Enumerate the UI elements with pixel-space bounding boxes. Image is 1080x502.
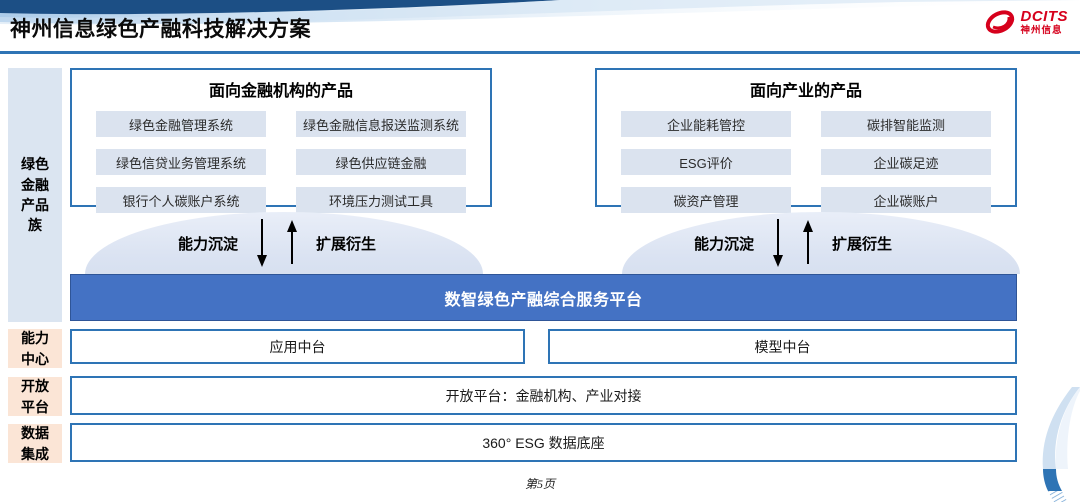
flow-group-right: 能力沉淀 扩展衍生 xyxy=(694,216,892,270)
product-item: 环境压力测试工具 xyxy=(296,187,466,213)
esg-data-base-box: 360° ESG 数据底座 xyxy=(70,423,1017,462)
model-middle-platform-box: 模型中台 xyxy=(548,329,1017,364)
box-title: 面向产业的产品 xyxy=(749,83,862,100)
box-title: 面向金融机构的产品 xyxy=(208,83,353,100)
logo-text: DCITS 神州信息 xyxy=(1021,9,1069,36)
arrow-down-icon xyxy=(773,219,784,267)
product-item: 绿色金融信息报送监测系统 xyxy=(296,111,466,137)
financial-institution-products-box: 面向金融机构的产品 绿色金融管理系统 绿色金融信息报送监测系统 绿色信贷业务管理… xyxy=(70,68,492,213)
arrow-up-icon xyxy=(287,220,298,264)
product-item: 碳排智能监测 xyxy=(821,111,991,137)
sidebar-label: 数据集成 xyxy=(21,425,49,462)
sidebar-open-platform: 开放平台 xyxy=(8,377,62,416)
product-item: 企业碳账户 xyxy=(821,187,991,213)
page-title: 神州信息绿色产融科技解决方案 xyxy=(10,18,311,41)
sidebar-label: 绿色金融产品族 xyxy=(21,156,49,234)
application-middle-platform-box: 应用中台 xyxy=(70,329,525,364)
company-logo: DCITS 神州信息 xyxy=(983,7,1069,37)
industry-products-box: 面向产业的产品 企业能耗管控 碳排智能监测 ESG评价 企业碳足迹 碳资产管理 … xyxy=(595,68,1017,213)
header-divider xyxy=(0,51,1080,54)
product-item: 绿色供应链金融 xyxy=(296,149,466,175)
platform-bar-label: 数智绿色产融综合服务平台 xyxy=(444,291,643,309)
product-grid: 企业能耗管控 碳排智能监测 ESG评价 企业碳足迹 碳资产管理 企业碳账户 xyxy=(597,101,1015,213)
sidebar-data-integration: 数据集成 xyxy=(8,424,62,463)
expansion-derivation-label: 扩展衍生 xyxy=(316,235,377,253)
logo-brand: DCITS xyxy=(1020,7,1068,25)
sidebar-label: 开放平台 xyxy=(21,378,49,415)
capability-settling-label: 能力沉淀 xyxy=(178,235,239,253)
product-item: 碳资产管理 xyxy=(621,187,791,213)
logo-swirl-icon xyxy=(985,10,1014,34)
corner-ribbon-decoration xyxy=(1042,387,1080,502)
expansion-derivation-label: 扩展衍生 xyxy=(832,235,893,253)
open-platform-box: 开放平台：金融机构、产业对接 xyxy=(70,376,1017,415)
sidebar-green-finance-product-family: 绿色金融产品族 xyxy=(8,68,62,322)
arrow-down-icon xyxy=(257,219,268,267)
box-label: 模型中台 xyxy=(754,338,811,355)
header-swoosh-decoration xyxy=(0,0,1080,25)
box-label: 应用中台 xyxy=(269,338,326,355)
header: 神州信息绿色产融科技解决方案 DCITS 神州信息 xyxy=(0,0,1080,55)
sidebar-capability-center: 能力中心 xyxy=(8,329,62,368)
product-item: 绿色信贷业务管理系统 xyxy=(96,149,266,175)
page-number: 第5页 xyxy=(524,477,555,491)
product-grid: 绿色金融管理系统 绿色金融信息报送监测系统 绿色信贷业务管理系统 绿色供应链金融… xyxy=(72,101,490,213)
flow-group-left: 能力沉淀 扩展衍生 xyxy=(178,216,376,270)
arrow-up-icon xyxy=(803,220,814,264)
product-item: 绿色金融管理系统 xyxy=(96,111,266,137)
product-item: 企业能耗管控 xyxy=(621,111,791,137)
digital-green-platform-bar: 数智绿色产融综合服务平台 xyxy=(70,274,1017,321)
product-item: ESG评价 xyxy=(621,149,791,175)
product-item: 银行个人碳账户系统 xyxy=(96,187,266,213)
logo-brand-cn: 神州信息 xyxy=(1020,24,1063,36)
sidebar-label: 能力中心 xyxy=(21,330,49,367)
product-item: 企业碳足迹 xyxy=(821,149,991,175)
capability-settling-label: 能力沉淀 xyxy=(694,235,755,253)
box-label: 360° ESG 数据底座 xyxy=(482,434,605,451)
box-label: 开放平台：金融机构、产业对接 xyxy=(445,387,642,404)
